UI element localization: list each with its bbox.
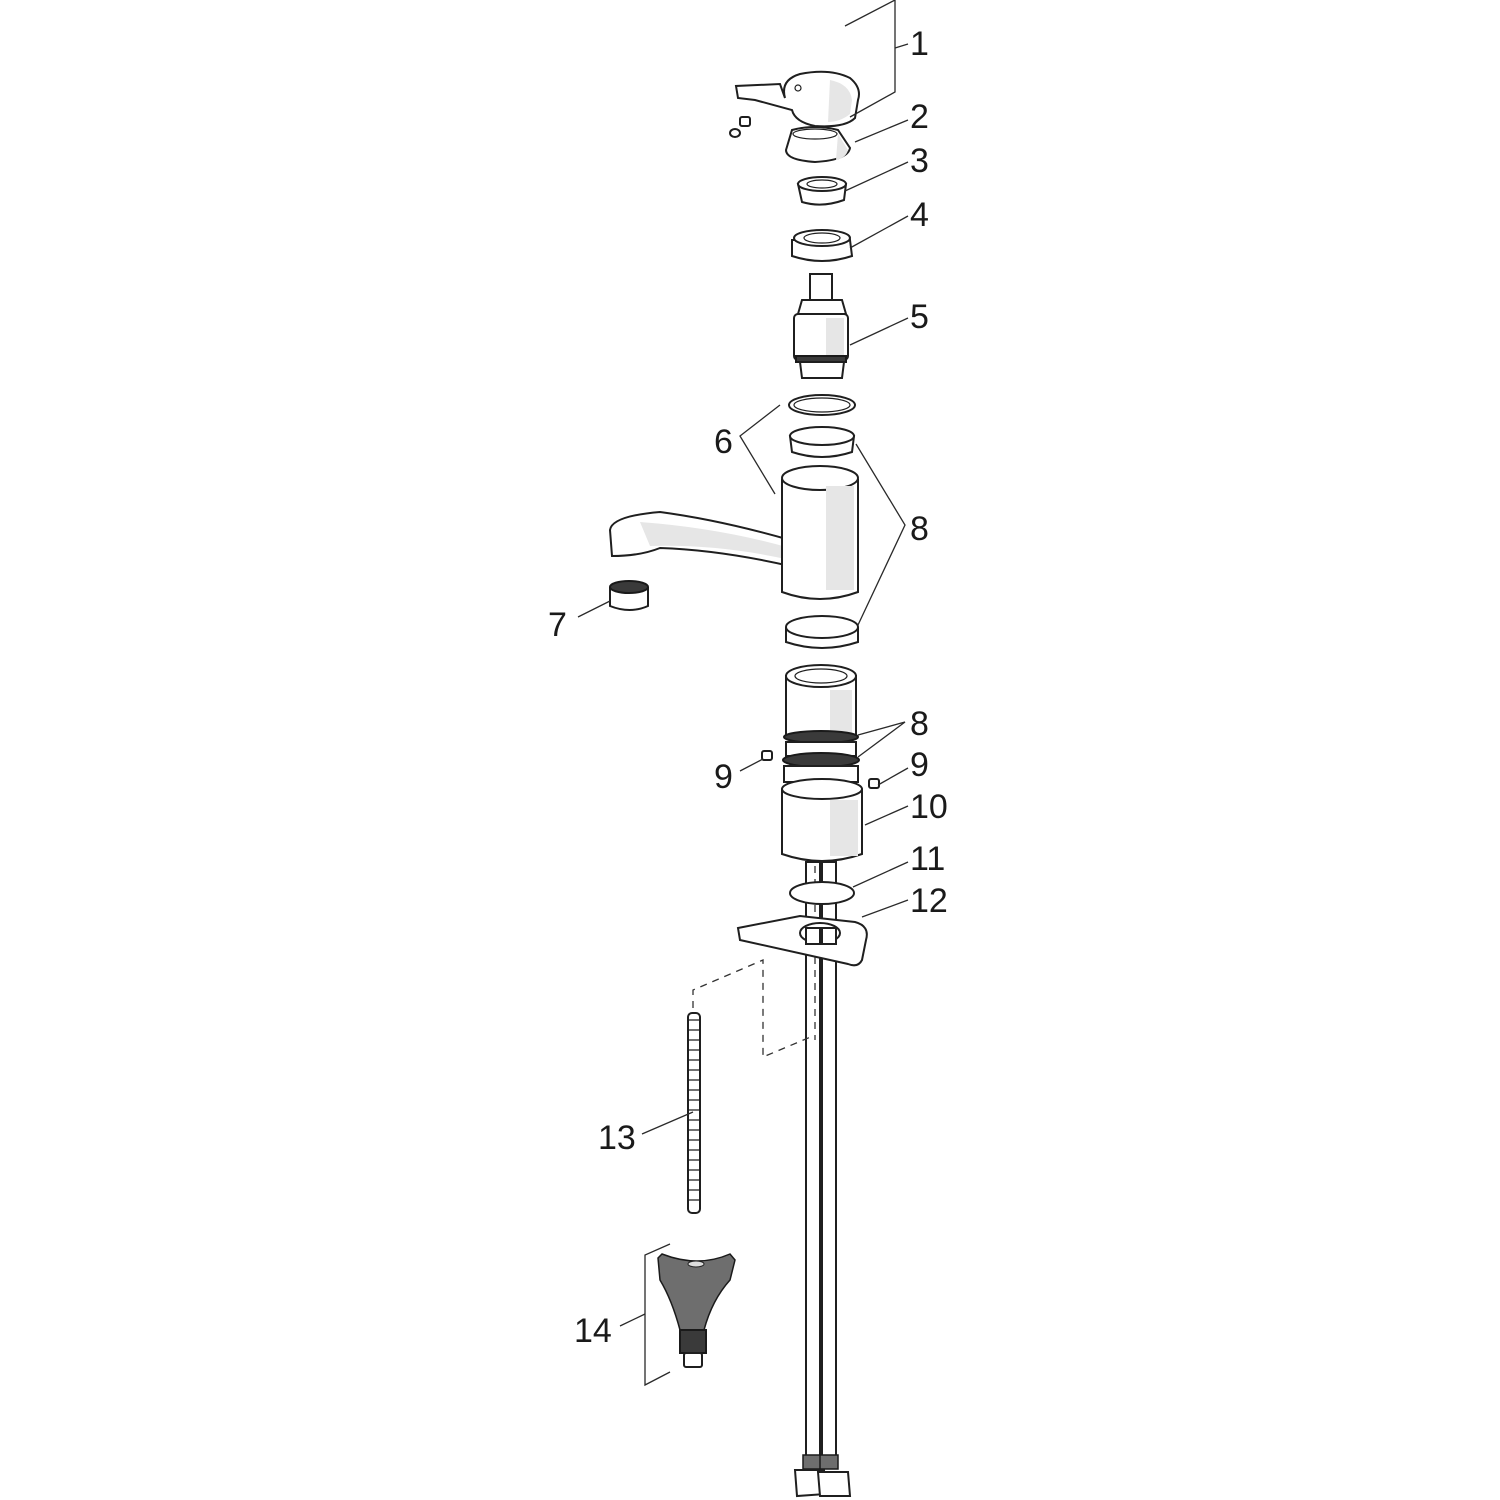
callout-8-lower: 8 (910, 705, 929, 743)
callout-14: 14 (574, 1312, 612, 1350)
callout-12: 12 (910, 882, 948, 920)
leader-lines (577, 0, 909, 1387)
stem-adapter-part (796, 176, 848, 206)
callout-7: 7 (548, 606, 567, 644)
callout-2: 2 (910, 98, 929, 136)
mounting-tool-part (657, 1253, 736, 1368)
callout-9-right: 9 (910, 746, 929, 784)
callout-4: 4 (910, 196, 929, 234)
bearing-ring-upper-part (788, 426, 856, 458)
callout-13: 13 (598, 1119, 636, 1157)
set-screw-left-part (761, 750, 773, 761)
callout-11: 11 (910, 840, 945, 878)
callout-6: 6 (714, 423, 733, 461)
lever-handle-part (734, 70, 860, 128)
set-screw-right-part (868, 778, 880, 789)
assembly-guide-dashed (692, 959, 814, 1058)
o-ring-part (789, 881, 855, 905)
spout-body-part (608, 465, 859, 600)
callout-labels: 1 2 3 4 5 6 7 8 8 9 9 10 11 12 13 14 (548, 25, 948, 1350)
callout-10: 10 (910, 788, 948, 826)
cartridge-part (793, 273, 849, 379)
base-body-upper-part (782, 664, 860, 783)
callout-9-left: 9 (714, 758, 733, 796)
mounting-plate-part (736, 914, 868, 967)
callout-5: 5 (910, 298, 929, 336)
base-body-part (781, 778, 863, 862)
threaded-rod-part (687, 1012, 701, 1214)
callout-1: 1 (910, 25, 929, 63)
bearing-ring-lower-part (785, 615, 859, 649)
set-screw-small-part (729, 116, 751, 138)
cover-cap-part (784, 126, 852, 164)
supply-hoses-part (793, 861, 852, 1498)
callout-3: 3 (910, 142, 929, 180)
aerator-part (609, 580, 649, 611)
cartridge-nut-part (791, 229, 854, 262)
callout-8-upper: 8 (910, 510, 929, 548)
seal-ring-part (788, 394, 856, 416)
